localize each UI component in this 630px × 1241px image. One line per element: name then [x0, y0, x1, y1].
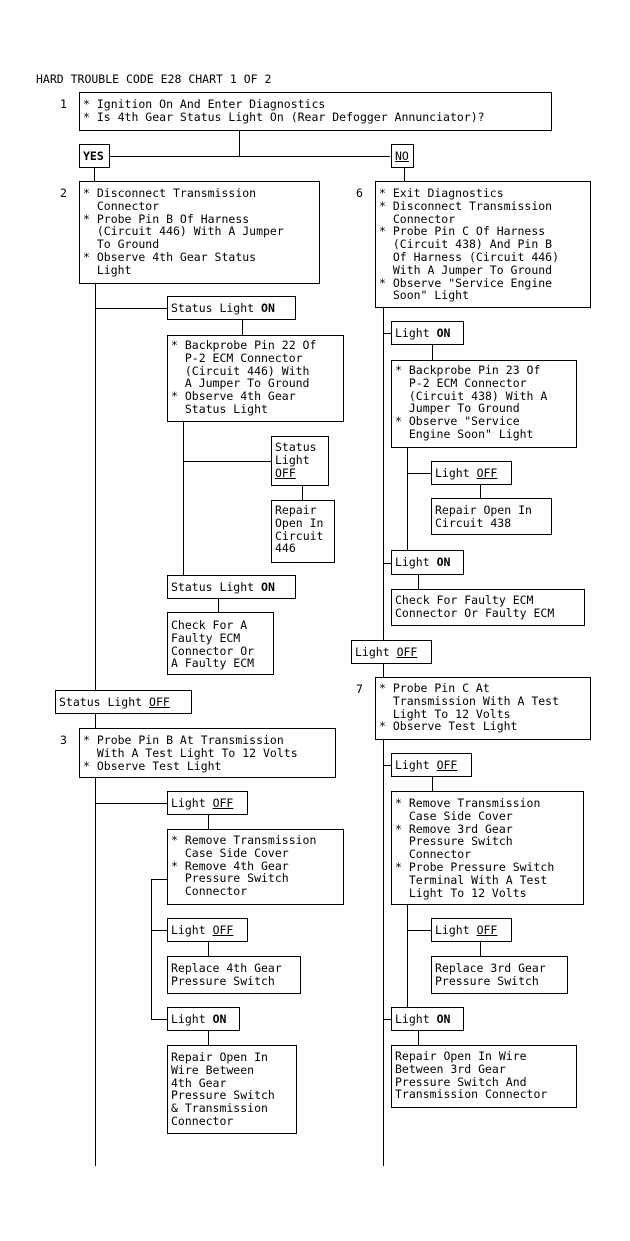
- status-light-off-label: Status Light OFF: [271, 436, 329, 486]
- connector-line: [407, 930, 432, 931]
- connector-line: [94, 168, 95, 182]
- light-on-label: Light ON: [391, 321, 464, 345]
- step-number: 7: [356, 682, 363, 696]
- connector-line: [302, 486, 303, 500]
- chart-title: HARD TROUBLE CODE E28 CHART 1 OF 2: [36, 72, 272, 86]
- connector-line: [480, 485, 481, 498]
- repair-438-box: Repair Open In Circuit 438: [431, 498, 552, 535]
- connector-line: [418, 575, 419, 589]
- replace-4th-gear-box: Replace 4th Gear Pressure Switch: [167, 956, 301, 994]
- connector-line: [404, 168, 405, 182]
- connector-line: [383, 563, 392, 564]
- step-3-box: * Probe Pin B At Transmission With A Tes…: [79, 728, 336, 778]
- connector-line: [95, 803, 168, 804]
- light-off-label: Light OFF: [167, 791, 248, 815]
- connector-line: [383, 308, 384, 640]
- light-on-label: Light ON: [167, 1007, 240, 1031]
- connector-line: [151, 879, 152, 1019]
- yes-label: YES: [79, 144, 110, 168]
- step-1-box: * Ignition On And Enter Diagnostics * Is…: [79, 92, 552, 131]
- status-light-on-label: Status Light ON: [167, 575, 296, 599]
- connector-line: [383, 1019, 392, 1020]
- connector-line: [418, 1031, 419, 1045]
- connector-line: [383, 333, 392, 334]
- status-light-off-label: Status Light OFF: [55, 690, 192, 714]
- connector-line: [183, 422, 184, 576]
- connector-line: [151, 930, 168, 931]
- remove-3rd-gear-box: * Remove Transmission Case Side Cover * …: [391, 791, 584, 905]
- light-off-label: Light OFF: [167, 918, 248, 942]
- backprobe-23-box: * Backprobe Pin 23 Of P-2 ECM Connector …: [391, 360, 577, 448]
- connector-line: [383, 765, 392, 766]
- connector-line: [242, 320, 243, 335]
- light-on-label: Light ON: [391, 1007, 464, 1031]
- step-7-box: * Probe Pin C At Transmission With A Tes…: [375, 677, 591, 740]
- backprobe-22-box: * Backprobe Pin 22 Of P-2 ECM Connector …: [167, 335, 344, 422]
- connector-line: [151, 1019, 168, 1020]
- connector-line: [95, 778, 96, 1166]
- repair-446-box: Repair Open In Circuit 446: [271, 500, 335, 563]
- light-off-label: Light OFF: [431, 918, 512, 942]
- connector-line: [208, 815, 209, 829]
- step-2-box: * Disconnect Transmission Connector * Pr…: [79, 181, 320, 284]
- connector-line: [95, 284, 96, 690]
- light-off-label: Light OFF: [391, 753, 472, 777]
- connector-line: [183, 461, 271, 462]
- repair-4th-gear-box: Repair Open In Wire Between 4th Gear Pre…: [167, 1045, 297, 1134]
- step-number: 2: [60, 186, 67, 200]
- connector-line: [208, 942, 209, 956]
- check-ecm-left-box: Check For A Faulty ECM Connector Or A Fa…: [167, 612, 274, 675]
- connector-line: [407, 448, 408, 563]
- connector-line: [432, 345, 433, 360]
- step-number: 3: [60, 733, 67, 747]
- connector-line: [95, 713, 96, 729]
- connector-line: [383, 740, 384, 1166]
- connector-line: [383, 662, 384, 678]
- check-ecm-right-box: Check For Faulty ECM Connector Or Faulty…: [391, 589, 585, 626]
- remove-4th-gear-box: * Remove Transmission Case Side Cover * …: [167, 829, 344, 905]
- connector-line: [432, 777, 433, 791]
- status-light-on-label: Status Light ON: [167, 296, 296, 320]
- step-number: 6: [356, 186, 363, 200]
- light-on-label: Light ON: [391, 550, 464, 575]
- connector-line: [95, 308, 168, 309]
- replace-3rd-gear-box: Replace 3rd Gear Pressure Switch: [431, 956, 568, 994]
- connector-line: [407, 473, 432, 474]
- light-off-label: Light OFF: [431, 461, 512, 485]
- connector-line: [218, 599, 219, 612]
- connector-line: [208, 1031, 209, 1045]
- no-label: NO: [391, 144, 414, 168]
- repair-3rd-gear-box: Repair Open In Wire Between 3rd Gear Pre…: [391, 1045, 577, 1108]
- connector-line: [480, 942, 481, 956]
- connector-line: [110, 156, 390, 157]
- step-6-box: * Exit Diagnostics * Disconnect Transmis…: [375, 181, 591, 308]
- connector-line: [407, 905, 408, 1019]
- connector-line: [151, 879, 168, 880]
- light-off-label: Light OFF: [351, 640, 432, 664]
- connector-line: [239, 131, 240, 156]
- step-number: 1: [60, 97, 67, 111]
